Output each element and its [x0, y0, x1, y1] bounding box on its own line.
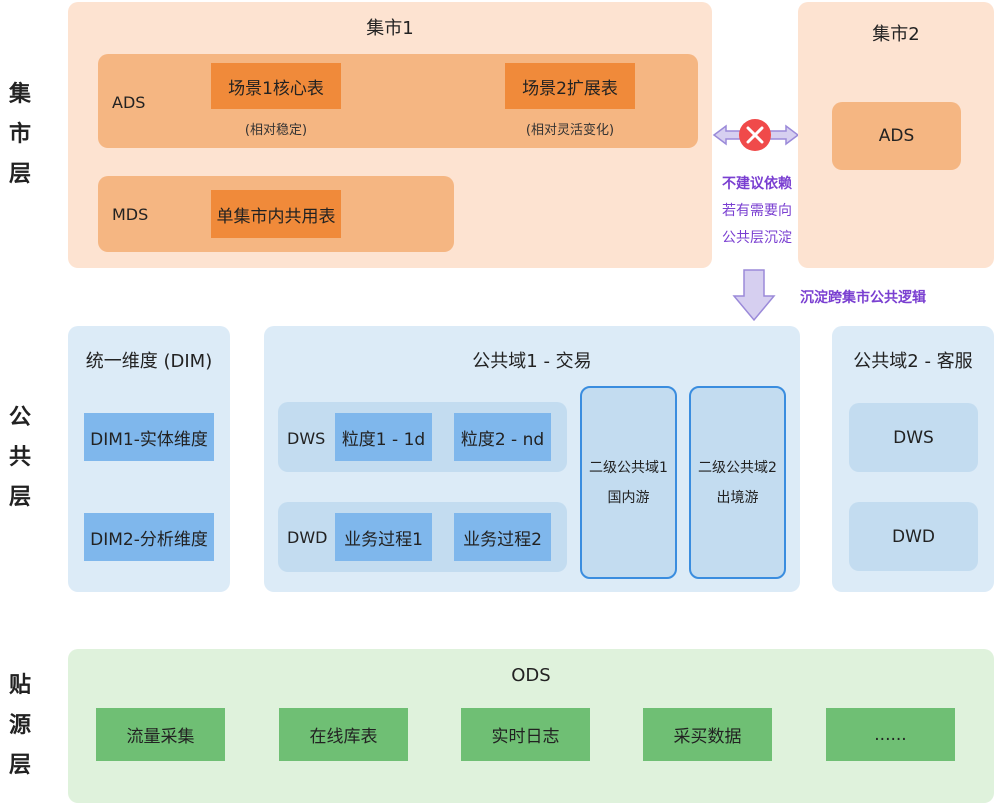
mart2-title: 集市2 [872, 24, 920, 45]
mart1-title: 集市1 [366, 18, 414, 39]
ods-item-purchased-data: 采买数据 [643, 708, 772, 761]
sink-text: 沉淀跨集市公共逻辑 [800, 290, 926, 306]
layer-char: 层 [8, 485, 31, 510]
layer-label-mart: 集 市 层 [0, 75, 40, 195]
domain2-dws: DWS [849, 403, 978, 472]
domain2-dwd: DWD [849, 502, 978, 571]
no-dependency-arrow [712, 119, 798, 151]
mds-table: 单集市内共用表 [211, 190, 341, 238]
ods-item-traffic: 流量采集 [96, 708, 225, 761]
domain1-title: 公共域1 - 交易 [472, 351, 592, 372]
ods-item-more: ...... [826, 708, 955, 761]
layer-char: 公 [8, 405, 31, 430]
domain2-title: 公共域2 - 客服 [853, 351, 973, 372]
sub-domain-1: 二级公共域1 国内游 [580, 386, 677, 579]
layer-char: 层 [8, 162, 31, 187]
scene2-note: (相对灵活变化) [525, 123, 615, 138]
mds-label: MDS [112, 205, 149, 224]
sub-domain-2-name: 出境游 [716, 489, 759, 506]
dws-grain-1: 粒度1 - 1d [335, 413, 432, 461]
scene1-table: 场景1核心表 [211, 63, 341, 109]
ods-item-realtime-log: 实时日志 [461, 708, 590, 761]
layer-char: 市 [8, 122, 31, 147]
dwd-process-1: 业务过程1 [335, 513, 432, 561]
dws-label: DWS [287, 429, 326, 448]
sub-domain-2-title: 二级公共域2 [698, 459, 777, 476]
dwd-label: DWD [287, 528, 328, 547]
suggestion-line3: 公共层沉淀 [722, 230, 792, 246]
mart2-ads: ADS [832, 102, 961, 170]
ads-label: ADS [112, 93, 146, 112]
dws-grain-2: 粒度2 - nd [454, 413, 551, 461]
dim-item-2: DIM2-分析维度 [84, 513, 214, 561]
layer-label-source: 贴 源 层 [0, 666, 40, 786]
sub-domain-1-name: 国内游 [607, 489, 650, 506]
layer-char: 源 [8, 713, 31, 738]
close-icon [739, 119, 771, 151]
scene2-table: 场景2扩展表 [505, 63, 635, 109]
scene1-note: (相对稳定) [244, 123, 308, 138]
ods-item-online-db: 在线库表 [279, 708, 408, 761]
sub-domain-1-title: 二级公共域1 [589, 459, 668, 476]
layer-label-common: 公 共 层 [0, 398, 40, 518]
suggestion-line2: 若有需要向 [722, 203, 792, 219]
layer-char: 层 [8, 753, 31, 778]
ods-title: ODS [511, 665, 551, 686]
sink-arrow-icon [732, 269, 776, 322]
no-dependency-text: 不建议依赖 [722, 176, 792, 192]
dim-item-1: DIM1-实体维度 [84, 413, 214, 461]
dim-title: 统一维度 (DIM) [85, 351, 213, 372]
layer-char: 贴 [8, 673, 31, 698]
sub-domain-2: 二级公共域2 出境游 [689, 386, 786, 579]
layer-char: 共 [8, 445, 31, 470]
dwd-process-2: 业务过程2 [454, 513, 551, 561]
layer-char: 集 [8, 82, 31, 107]
